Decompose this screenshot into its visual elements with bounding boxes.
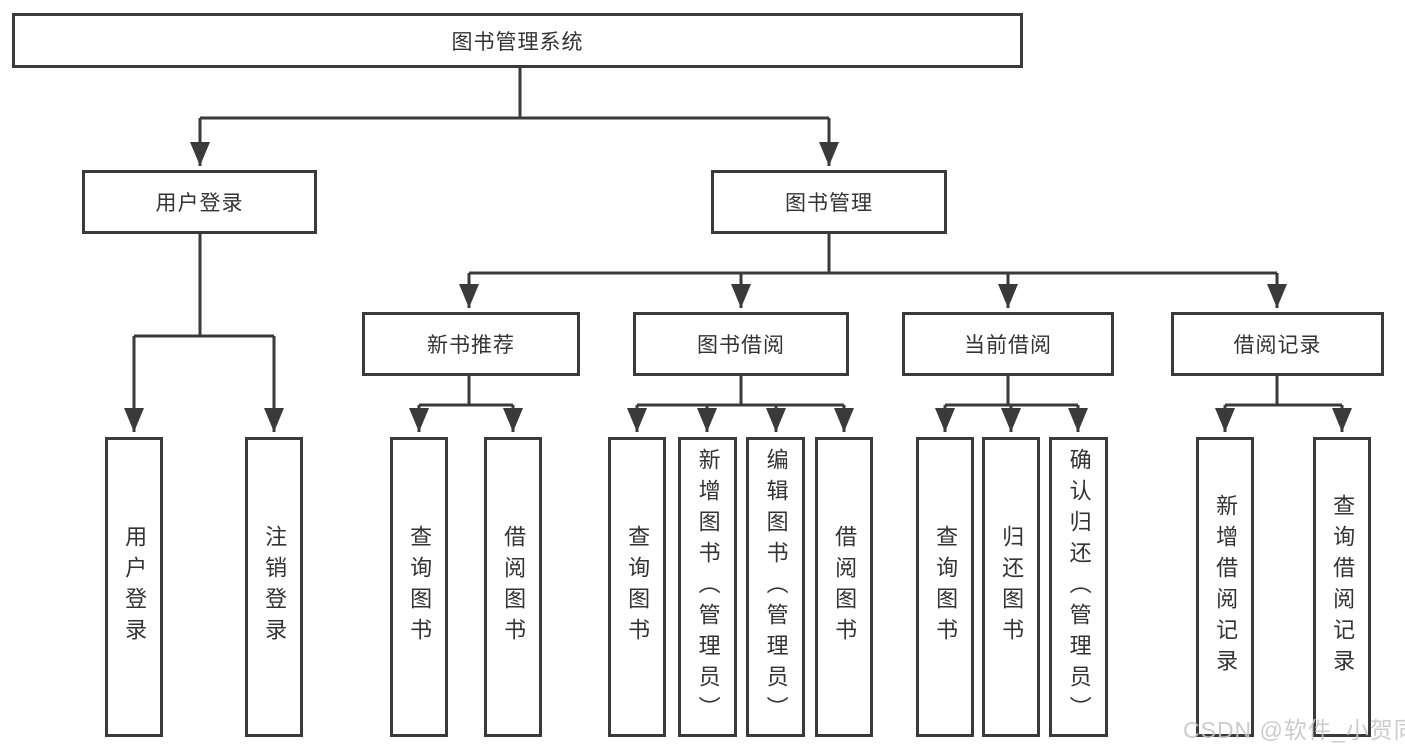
leaf-query-books-recommend-label: 查询图书 bbox=[407, 525, 433, 649]
leaf-edit-books-admin-label: 编辑图书（管理员） bbox=[763, 447, 789, 727]
node-current-borrowing-label: 当前借阅 bbox=[964, 334, 1052, 357]
node-book-borrowing: 图书借阅 bbox=[633, 312, 849, 376]
node-user-login-label: 用户登录 bbox=[155, 192, 244, 215]
leaf-borrow-books-label: 借阅图书 bbox=[832, 525, 858, 649]
leaf-borrow-books: 借阅图书 bbox=[815, 437, 873, 737]
leaf-logout: 注销登录 bbox=[245, 437, 303, 737]
node-root-system: 图书管理系统 bbox=[12, 13, 1023, 68]
node-borrowing-records: 借阅记录 bbox=[1171, 312, 1384, 376]
node-new-book-recommend-label: 新书推荐 bbox=[427, 334, 515, 357]
leaf-user-login: 用户登录 bbox=[105, 437, 163, 737]
node-root-label: 图书管理系统 bbox=[451, 30, 584, 54]
leaf-return-books: 归还图书 bbox=[982, 437, 1040, 737]
leaf-query-books-borrowing: 查询图书 bbox=[608, 437, 666, 737]
leaf-logout-label: 注销登录 bbox=[262, 525, 288, 649]
connector-trunk-lines bbox=[134, 68, 1342, 407]
node-user-login: 用户登录 bbox=[82, 170, 317, 234]
leaf-borrow-books-recommend: 借阅图书 bbox=[484, 437, 542, 737]
leaf-user-login-label: 用户登录 bbox=[122, 525, 148, 649]
node-book-management-label: 图书管理 bbox=[785, 192, 873, 215]
watermark: CSDN @软件_小贺同学 bbox=[1183, 717, 1405, 743]
node-book-management: 图书管理 bbox=[711, 170, 947, 234]
leaf-add-books-admin-label: 新增图书（管理员） bbox=[695, 447, 721, 727]
leaf-confirm-return-admin: 确认归还（管理员） bbox=[1049, 437, 1108, 737]
leaf-confirm-return-admin-label: 确认归还（管理员） bbox=[1066, 447, 1092, 727]
connector-arrows bbox=[124, 118, 1352, 432]
leaf-query-books-borrowing-label: 查询图书 bbox=[625, 525, 651, 649]
node-current-borrowing: 当前借阅 bbox=[902, 312, 1114, 376]
node-new-book-recommend: 新书推荐 bbox=[362, 312, 580, 376]
leaf-query-books-current: 查询图书 bbox=[916, 437, 974, 737]
leaf-query-books-current-label: 查询图书 bbox=[933, 525, 959, 649]
leaf-add-borrow-record-label: 新增借阅记录 bbox=[1213, 494, 1239, 680]
node-book-borrowing-label: 图书借阅 bbox=[697, 334, 785, 357]
leaf-edit-books-admin: 编辑图书（管理员） bbox=[746, 437, 805, 737]
node-borrowing-records-label: 借阅记录 bbox=[1233, 334, 1322, 357]
leaf-query-books-recommend: 查询图书 bbox=[390, 437, 448, 737]
leaf-add-books-admin: 新增图书（管理员） bbox=[678, 437, 737, 737]
leaf-borrow-books-recommend-label: 借阅图书 bbox=[501, 525, 527, 649]
leaf-query-borrow-record: 查询借阅记录 bbox=[1313, 437, 1371, 737]
leaf-add-borrow-record: 新增借阅记录 bbox=[1196, 437, 1254, 737]
leaf-query-borrow-record-label: 查询借阅记录 bbox=[1330, 494, 1356, 680]
leaf-return-books-label: 归还图书 bbox=[999, 525, 1025, 649]
